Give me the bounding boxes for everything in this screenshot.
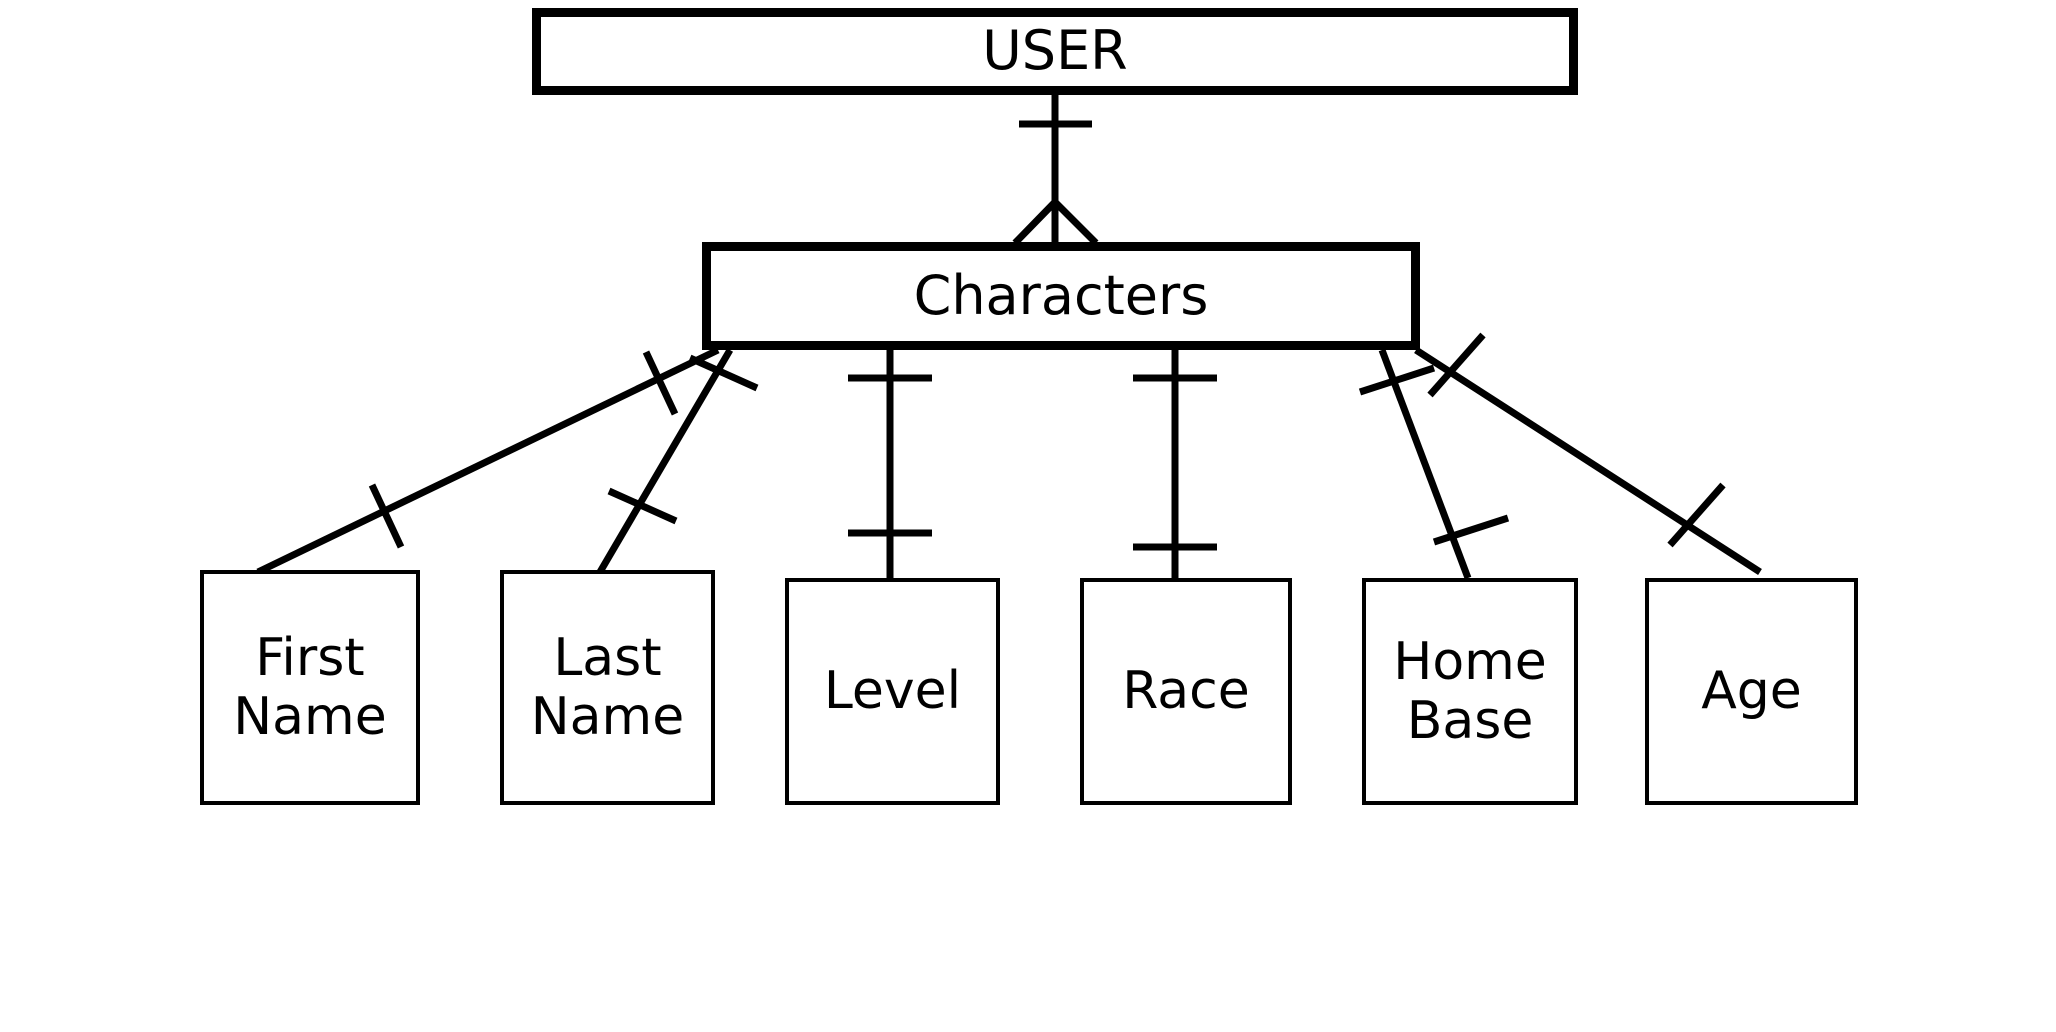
attribute-age-label: Age	[1701, 661, 1802, 722]
cardinality-one-tick-near-age	[1667, 482, 1726, 548]
attribute-age[interactable]: Age	[1645, 578, 1858, 805]
entity-characters[interactable]: Characters	[702, 242, 1420, 350]
cardinality-one-tick-near-characters	[688, 354, 759, 392]
connector-user-characters	[1012, 95, 1099, 246]
attribute-last-name-label: Last Name	[530, 628, 685, 747]
connector-characters-age	[1414, 332, 1762, 575]
attribute-level-label: Level	[823, 661, 962, 722]
attribute-race[interactable]: Race	[1080, 578, 1292, 805]
cardinality-one-tick-near-home-base	[1432, 514, 1510, 546]
cardinality-one-tick-near-first-name	[368, 483, 405, 549]
cardinality-one-tick-near-characters	[642, 350, 679, 416]
attribute-race-label: Race	[1122, 661, 1250, 722]
cardinality-one-tick-near-characters	[1358, 364, 1436, 396]
crows-foot-characters	[1012, 199, 1099, 246]
entity-characters-label: Characters	[913, 263, 1209, 327]
attribute-home-base-label: Home Base	[1393, 632, 1547, 751]
attribute-level[interactable]: Level	[785, 578, 1000, 805]
attribute-home-base[interactable]: Home Base	[1362, 578, 1578, 805]
entity-user[interactable]: USER	[532, 8, 1578, 95]
attribute-last-name[interactable]: Last Name	[500, 570, 715, 805]
connector-characters-race	[1133, 350, 1217, 578]
connector-characters-level	[848, 350, 932, 578]
entity-user-label: USER	[982, 19, 1128, 83]
cardinality-one-tick-near-last-name	[607, 487, 678, 525]
connector-characters-last-name	[596, 348, 759, 574]
attribute-first-name-label: First Name	[233, 628, 387, 747]
connector-characters-first-name	[256, 346, 720, 576]
connector-characters-home-base	[1358, 348, 1510, 580]
attribute-first-name[interactable]: First Name	[200, 570, 420, 805]
cardinality-one-tick-near-characters	[1427, 332, 1486, 398]
